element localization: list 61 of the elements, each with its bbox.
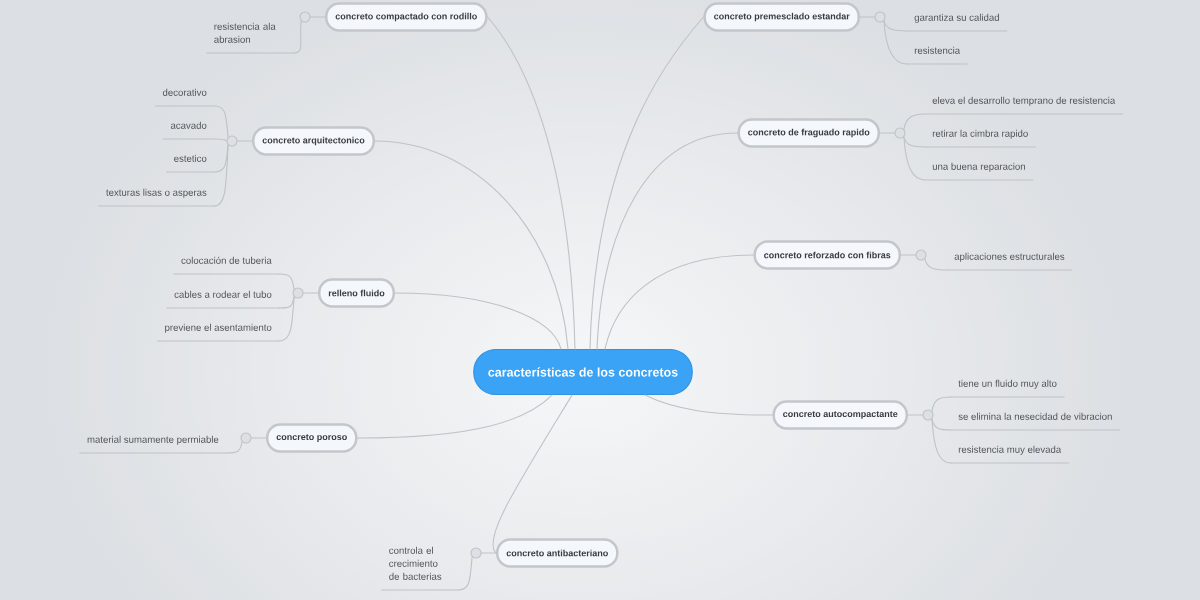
- branch-label: eleva el desarrollo temprano de resistencia: [924, 96, 1123, 115]
- collapse-toggle: [292, 287, 304, 299]
- branch-label: cables a rodear el tubo: [166, 290, 280, 309]
- connector-line: [883, 20, 908, 32]
- topic-box: concreto compactado con rodillo: [325, 2, 488, 32]
- branch-label: decorativo: [154, 88, 215, 107]
- connector-line: [225, 441, 243, 454]
- branch-label: estetico: [165, 154, 215, 173]
- connector-line: [903, 113, 926, 130]
- connector-line: [394, 292, 562, 350]
- connector-line: [278, 273, 295, 290]
- connector-line: [903, 136, 926, 181]
- branch-label: acavado: [162, 121, 215, 140]
- branch-label: aplicaciones estructurales: [946, 252, 1073, 271]
- branch-label: colocación de tuberia: [173, 256, 280, 275]
- connector-line: [644, 394, 774, 416]
- topic-box: concreto antibacteriano: [496, 538, 619, 568]
- collapse-toggle: [915, 249, 927, 261]
- branch-label: resistencia muy elevada: [950, 445, 1069, 464]
- connector-line: [278, 296, 295, 342]
- topic-box: concreto premesclado estandar: [703, 2, 860, 32]
- branch-label: controla el crecimiento de bacterias: [381, 546, 459, 591]
- branch-label: texturas lisas o asperas: [98, 188, 215, 207]
- branch-label: resistencia ala abrasion: [206, 22, 294, 54]
- connector-line: [486, 16, 576, 350]
- collapse-toggle: [874, 11, 886, 23]
- topic-box: concreto de fraguado rapido: [737, 118, 880, 148]
- branch-label: se elimina la nesecidad de vibracion: [950, 412, 1121, 431]
- topic-box: concreto arquitectonico: [252, 126, 375, 156]
- collapse-toggle: [922, 409, 934, 421]
- connector-line: [589, 16, 704, 350]
- connector-line: [924, 258, 948, 271]
- branch-label: previene el asentamiento: [156, 323, 280, 342]
- connector-line: [604, 254, 755, 350]
- branch-label: una buena reparacion: [924, 162, 1034, 181]
- collapse-toggle: [894, 127, 906, 139]
- central-topic: características de los concretos: [473, 348, 693, 396]
- connector-line: [213, 144, 229, 207]
- connector-line: [931, 396, 952, 412]
- connector-line: [374, 140, 569, 350]
- collapse-toggle: [470, 547, 482, 559]
- connector-line: [457, 556, 473, 591]
- connector-line: [883, 20, 908, 65]
- connector-line: [931, 418, 952, 464]
- collapse-toggle: [240, 432, 252, 444]
- connector-line: [356, 394, 553, 439]
- connector-line: [213, 105, 229, 138]
- connector-line: [492, 394, 573, 554]
- branch-label: retirar la cimbra rapido: [924, 129, 1036, 148]
- branch-label: resistencia: [906, 46, 968, 65]
- topic-box: concreto reforzado con fibras: [753, 240, 901, 270]
- branch-label: material sumamente permiable: [79, 435, 227, 454]
- connector-line: [292, 20, 302, 54]
- topic-box: concreto autocompactante: [772, 400, 908, 430]
- topic-box: relleno fluido: [318, 278, 395, 308]
- branch-label: garantiza su calidad: [906, 13, 1008, 32]
- branch-label: tiene un fluido muy alto: [950, 379, 1065, 398]
- collapse-toggle: [226, 135, 238, 147]
- collapse-toggle: [299, 11, 311, 23]
- connector-line: [596, 132, 739, 350]
- topic-box: concreto poroso: [266, 423, 358, 453]
